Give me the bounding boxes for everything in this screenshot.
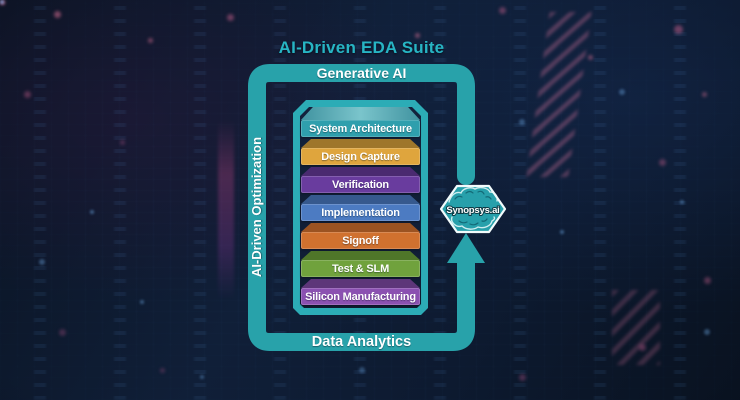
stack-item-face: Test & SLM [301,260,420,277]
stack-item-label: Silicon Manufacturing [305,290,416,303]
data-analytics-label: Data Analytics [311,334,412,350]
stack-item-top-face [301,195,420,204]
ai-driven-optimization-label: AI-Driven Optimization [249,136,264,278]
stack-item-face: Design Capture [301,148,420,165]
stack-item-top-face [301,251,420,260]
stack-item-face: Implementation [301,204,420,221]
up-arrow-icon [447,233,485,263]
stack-item-signoff: Signoff [301,223,420,249]
generative-ai-label: Generative AI [316,65,407,81]
stack-item-label: System Architecture [309,122,412,135]
stack-item-test-slm: Test & SLM [301,251,420,277]
stack-item-system-architecture: System Architecture [301,107,420,137]
stack-item-label: Verification [332,178,389,191]
stack-item-verification: Verification [301,167,420,193]
stack-item-top-face [301,139,420,148]
stack-item-label: Test & SLM [331,262,390,275]
stack-item-top-face [301,279,420,288]
eda-flow-stack: System Architecture Design Capture Verif… [301,107,420,307]
stack-item-face: System Architecture [301,120,420,137]
stack-item-implementation: Implementation [301,195,420,221]
stack-item-face: Signoff [301,232,420,249]
stack-item-label: Design Capture [321,150,400,163]
synopsys-ai-badge: Synopsys.ai [439,184,507,234]
diagram-title: AI-Driven EDA Suite [278,38,445,57]
stack-item-label: Signoff [342,234,379,247]
stack-item-design-capture: Design Capture [301,139,420,165]
stack-item-top-face [301,167,420,176]
stack-item-top-face [301,223,420,232]
stack-item-label: Implementation [321,206,400,219]
stack-item-silicon-manufacturing: Silicon Manufacturing [301,279,420,305]
badge-label: Synopsys.ai [446,205,499,216]
stack-item-top-face [301,107,420,120]
stack-item-face: Silicon Manufacturing [301,288,420,305]
stack-item-face: Verification [301,176,420,193]
